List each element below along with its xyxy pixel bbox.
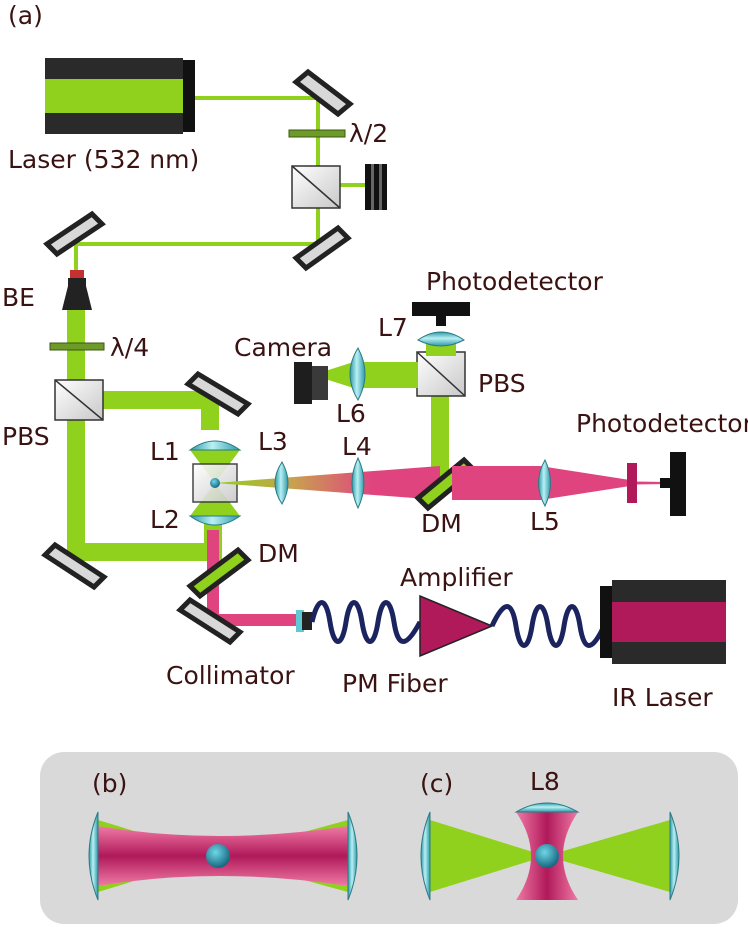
- l2-label: L2: [150, 505, 180, 534]
- lens-l3: [274, 461, 289, 505]
- pbs-right-label: PBS: [478, 369, 526, 398]
- dm-lower-label: DM: [258, 539, 299, 568]
- panel-c-lens-right: [669, 811, 680, 901]
- dichroic-mirror-lower: [186, 546, 252, 600]
- l6-label: L6: [336, 399, 366, 428]
- half-wave-plate: [288, 129, 346, 138]
- l7-label: L7: [378, 313, 408, 342]
- mirror-mid-right: [292, 224, 352, 272]
- half-wave-label: λ/2: [349, 119, 388, 148]
- photodetector-right-label: Photodetector: [576, 409, 748, 438]
- trapped-particle: [210, 478, 220, 488]
- pbs-top: [291, 165, 341, 209]
- lens-l1: [188, 440, 242, 451]
- panel-b-particle: [206, 844, 230, 868]
- green-to-camera: [322, 360, 418, 390]
- mirror-lower-center: [176, 596, 244, 646]
- camera-label: Camera: [234, 333, 332, 362]
- pm-fiber-coil-right: [489, 604, 607, 648]
- pm-fiber-label: PM Fiber: [342, 669, 448, 698]
- lens-l6: [349, 346, 366, 402]
- panel-c-lens-l8: [514, 802, 580, 813]
- mirror-upper-center: [183, 370, 253, 418]
- photodetector-top: [412, 302, 470, 326]
- l1-label: L1: [150, 437, 180, 466]
- panel-label-a: (a): [8, 1, 43, 30]
- ir-filter: [627, 463, 637, 503]
- quarter-wave-plate: [49, 342, 105, 351]
- photodetector-right: [660, 452, 686, 516]
- laser-label: Laser (532 nm): [8, 145, 199, 174]
- panel-c-lens-left: [420, 811, 431, 901]
- mirror-top-right: [291, 68, 355, 118]
- collimator-label: Collimator: [166, 661, 295, 690]
- mirror-left-top: [43, 210, 106, 258]
- amplifier: [419, 594, 494, 658]
- panel-label-c: (c): [420, 769, 453, 798]
- panel-b-lens-left: [88, 811, 99, 901]
- be-label: BE: [2, 283, 35, 312]
- l4-label: L4: [342, 432, 372, 461]
- ir-laser: [600, 580, 726, 664]
- beam-expander: [62, 270, 92, 310]
- l5-label: L5: [530, 507, 560, 536]
- green-laser: [45, 58, 195, 134]
- panel-b-lens-right: [347, 811, 358, 901]
- lens-l2: [188, 515, 242, 526]
- panel-c-particle: [535, 844, 559, 868]
- panel-label-b: (b): [92, 769, 127, 798]
- collimator: [296, 610, 312, 632]
- ir-laser-label: IR Laser: [612, 683, 713, 712]
- lens-l5: [538, 458, 551, 508]
- pbs-right: [416, 351, 466, 397]
- camera: [294, 362, 328, 404]
- l3-label: L3: [258, 427, 288, 456]
- pbs-left-label: PBS: [2, 422, 50, 451]
- lens-l4: [351, 456, 365, 510]
- beam-dump: [365, 164, 387, 210]
- dm-center-label: DM: [421, 509, 462, 538]
- mirror-lower-left: [41, 541, 108, 591]
- pm-fiber-coil-left: [309, 600, 423, 644]
- photodetector-top-label: Photodetector: [426, 267, 604, 296]
- mixed-beam: [215, 466, 440, 500]
- lens-l7: [417, 331, 465, 347]
- pbs-left: [54, 379, 104, 421]
- quarter-wave-label: λ/4: [110, 333, 149, 362]
- amplifier-label: Amplifier: [400, 563, 513, 592]
- l8-label: L8: [530, 767, 560, 796]
